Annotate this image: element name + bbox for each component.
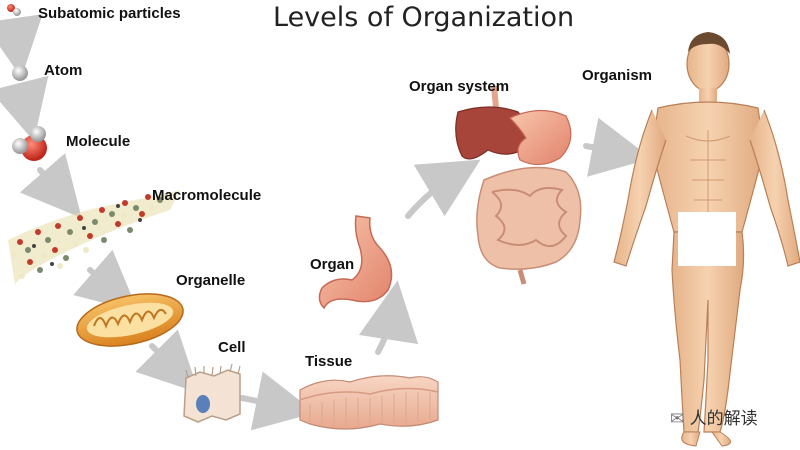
atom-illustration: [12, 65, 28, 81]
flow-arrows: [0, 14, 652, 431]
cell-illustration: [183, 363, 241, 423]
molecule-illustration: [12, 126, 47, 161]
label-cell: Cell: [218, 339, 246, 356]
wechat-icon: ✉: [670, 409, 685, 429]
macromolecule-illustration: [8, 190, 180, 285]
watermark-text: 人的解读: [689, 409, 758, 429]
label-organ: Organ: [310, 256, 355, 273]
label-organism: Organism: [582, 67, 653, 84]
arrow-subatomic-to-atom: [0, 14, 43, 78]
watermark: ✉ 人的解读: [670, 404, 758, 429]
organelle-illustration: [76, 293, 184, 347]
arrow-macromolecule-to-organelle: [73, 249, 139, 312]
label-macromolecule: Macromolecule: [152, 187, 262, 204]
arrow-organ-to-organsystem: [405, 159, 481, 219]
diagram-title: Levels of Organization: [273, 2, 575, 33]
arrow-organelle-to-cell: [135, 329, 199, 393]
organ-illustration: [318, 215, 393, 310]
tissue-illustration: [299, 375, 439, 430]
label-subatomic-particles: Subatomic particles: [38, 5, 181, 22]
subatomic-particles-illustration: [7, 4, 21, 16]
arrow-tissue-to-organ: [358, 280, 419, 355]
label-tissue: Tissue: [305, 353, 353, 370]
organism-illustration: [613, 32, 800, 447]
arrow-atom-to-molecule: [0, 75, 49, 142]
arrow-molecule-to-macromolecule: [19, 153, 82, 219]
censor-box: [678, 212, 736, 266]
label-atom: Atom: [44, 62, 83, 79]
label-organelle: Organelle: [176, 272, 246, 289]
organ-system-illustration: [455, 85, 582, 285]
arrow-organsystem-to-organism: [583, 117, 652, 177]
label-molecule: Molecule: [66, 133, 131, 150]
label-organ-system: Organ system: [409, 78, 510, 95]
arrow-cell-to-tissue: [239, 371, 316, 431]
